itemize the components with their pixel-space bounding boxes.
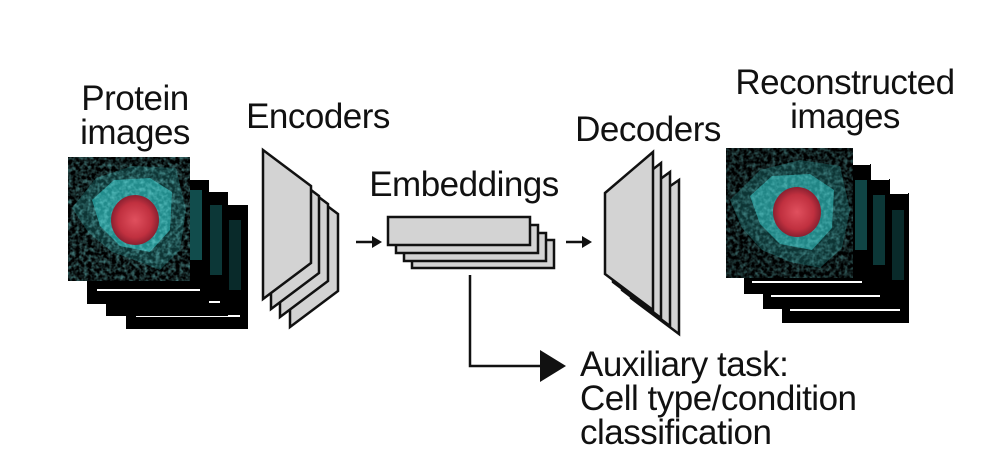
reconstructed-images-label-line2: images bbox=[790, 97, 900, 136]
embeddings-label: Embeddings bbox=[369, 165, 559, 204]
decoder-layer-1 bbox=[603, 149, 655, 313]
decoder-stack bbox=[603, 149, 681, 337]
embedding-stack bbox=[386, 215, 556, 270]
auxiliary-task-line1: Auxiliary task: bbox=[580, 345, 789, 384]
auxiliary-task-line3: classification bbox=[580, 413, 772, 452]
encoder-layer-1 bbox=[261, 147, 313, 302]
reconstructed-cell-image bbox=[726, 148, 853, 278]
reconstructed-image-stack bbox=[726, 148, 909, 323]
protein-images-label: Protein images bbox=[60, 79, 210, 152]
decoders-label: Decoders bbox=[575, 110, 721, 149]
auxiliary-branch-arrow bbox=[468, 275, 566, 382]
auxiliary-task-label: Auxiliary task: Cell type/condition clas… bbox=[580, 345, 940, 452]
reconstructed-images-label: Reconstructed images bbox=[706, 63, 984, 136]
reconstructed-images-label-line1: Reconstructed bbox=[735, 63, 955, 102]
embedding-layer-1 bbox=[386, 215, 532, 247]
encoders-label: Encoders bbox=[246, 97, 390, 136]
protein-image-stack bbox=[68, 157, 248, 329]
cell-image bbox=[68, 157, 190, 281]
arrow-to-embeddings bbox=[356, 236, 382, 248]
arrow-to-decoders bbox=[566, 236, 592, 248]
auxiliary-task-line2: Cell type/condition bbox=[580, 379, 857, 418]
encoder-stack bbox=[261, 147, 340, 330]
protein-images-label-line2: images bbox=[80, 113, 190, 152]
protein-images-label-line1: Protein bbox=[81, 79, 189, 118]
